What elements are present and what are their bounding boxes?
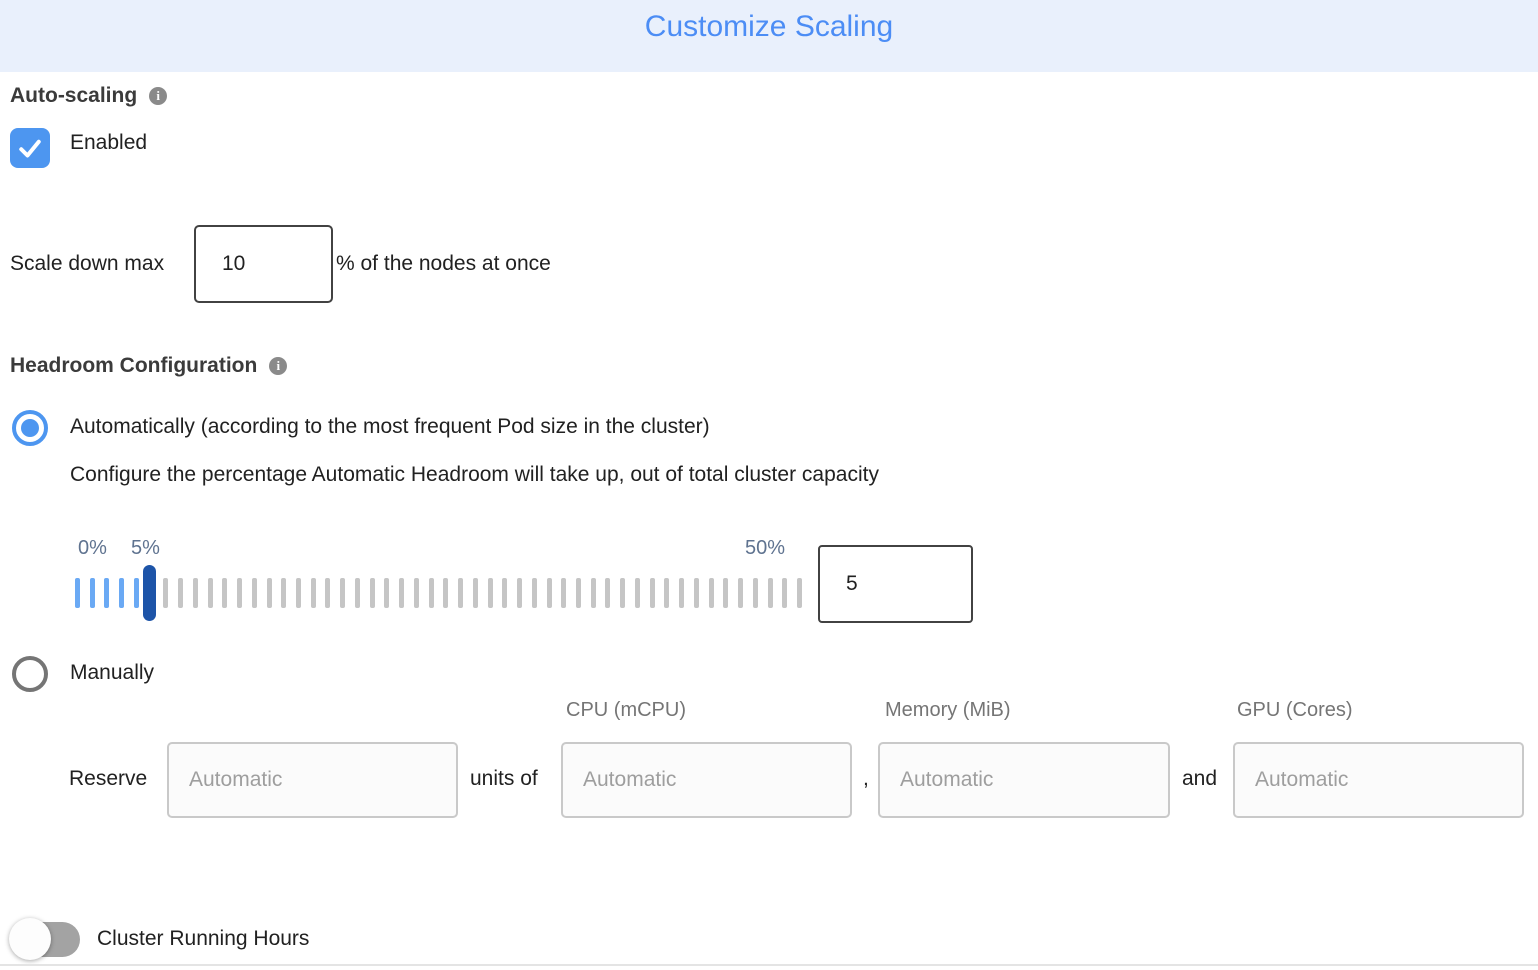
slider-tick [399, 578, 405, 608]
slider-tick [251, 578, 257, 608]
slider-current-label: 5% [131, 537, 160, 559]
slider-tick [163, 578, 169, 608]
slider-tick [458, 578, 464, 608]
slider-tick [620, 578, 626, 608]
memory-input[interactable] [878, 742, 1170, 818]
slider-tick [207, 578, 213, 608]
headroom-slider-ticks[interactable] [75, 565, 802, 621]
cpu-column-header: CPU (mCPU) [566, 699, 686, 721]
toggle-thumb [9, 918, 51, 960]
auto-scaling-label: Auto-scaling [10, 84, 138, 107]
gpu-column-header: GPU (Cores) [1237, 699, 1353, 721]
cluster-running-hours-label: Cluster Running Hours [97, 927, 310, 950]
scale-down-max-input[interactable] [194, 225, 333, 303]
slider-tick [369, 578, 375, 608]
cluster-running-hours-toggle[interactable] [9, 918, 80, 960]
slider-tick [133, 578, 139, 608]
memory-column-header: Memory (MiB) [885, 699, 1011, 721]
slider-tick [354, 578, 360, 608]
units-of-label: units of [470, 767, 538, 790]
slider-tick [546, 578, 552, 608]
slider-tick [384, 578, 390, 608]
slider-tick [708, 578, 714, 608]
slider-tick [634, 578, 640, 608]
checkmark-icon [19, 139, 41, 158]
slider-tick [340, 578, 346, 608]
slider-tick [590, 578, 596, 608]
reserve-label: Reserve [69, 767, 148, 790]
page-title: Customize Scaling [644, 10, 894, 43]
slider-tick [561, 578, 567, 608]
headroom-automatic-radio[interactable] [12, 410, 48, 446]
headroom-automatic-description: Configure the percentage Automatic Headr… [70, 463, 879, 486]
slider-tick [605, 578, 611, 608]
radio-dot [21, 419, 39, 437]
bottom-divider [0, 964, 1538, 966]
slider-tick [502, 578, 508, 608]
slider-tick [222, 578, 228, 608]
slider-max-label: 50% [745, 537, 786, 559]
slider-tick [119, 578, 125, 608]
headroom-configuration-label: Headroom Configuration [10, 354, 258, 377]
and-label: and [1182, 767, 1218, 790]
enabled-label: Enabled [70, 131, 148, 154]
scale-down-max-label: Scale down max [10, 252, 165, 275]
cpu-input[interactable] [561, 742, 852, 818]
slider-tick [723, 578, 729, 608]
slider-tick [237, 578, 243, 608]
slider-tick [517, 578, 523, 608]
headroom-manually-radio[interactable] [12, 656, 48, 692]
slider-tick [75, 578, 80, 608]
auto-scaling-enabled-checkbox[interactable] [10, 128, 50, 168]
slider-tick [310, 578, 316, 608]
slider-tick [738, 578, 744, 608]
gpu-input[interactable] [1233, 742, 1524, 818]
slider-tick [752, 578, 758, 608]
slider-tick [192, 578, 198, 608]
panel-header: Customize Scaling [0, 0, 1538, 72]
slider-tick [796, 578, 802, 608]
auto-scaling-section-label: Auto-scaling i [10, 84, 168, 108]
auto-scaling-info-icon[interactable]: i [149, 87, 168, 105]
reserve-units-input[interactable] [167, 742, 458, 818]
slider-tick [782, 578, 788, 608]
slider-tick [487, 578, 493, 608]
headroom-slider-handle[interactable] [143, 565, 157, 621]
headroom-manually-label: Manually [70, 661, 155, 684]
slider-tick [443, 578, 449, 608]
slider-tick [413, 578, 419, 608]
headroom-percentage-input[interactable] [818, 545, 973, 623]
headroom-automatic-label: Automatically (according to the most fre… [70, 415, 710, 438]
scale-down-max-suffix: % of the nodes at once [336, 252, 551, 275]
slider-tick [664, 578, 670, 608]
slider-tick [296, 578, 302, 608]
slider-tick [104, 578, 110, 608]
slider-tick [693, 578, 699, 608]
comma-separator: , [863, 767, 869, 790]
slider-tick [767, 578, 773, 608]
headroom-section-label: Headroom Configuration i [10, 354, 288, 378]
slider-tick [325, 578, 331, 608]
slider-min-label: 0% [78, 537, 107, 559]
slider-tick [89, 578, 95, 608]
slider-tick [649, 578, 655, 608]
slider-tick [472, 578, 478, 608]
slider-tick [575, 578, 581, 608]
slider-tick [178, 578, 184, 608]
slider-tick [679, 578, 685, 608]
slider-tick [281, 578, 287, 608]
slider-tick [531, 578, 537, 608]
slider-tick [266, 578, 272, 608]
slider-tick [428, 578, 434, 608]
headroom-info-icon[interactable]: i [269, 357, 288, 375]
